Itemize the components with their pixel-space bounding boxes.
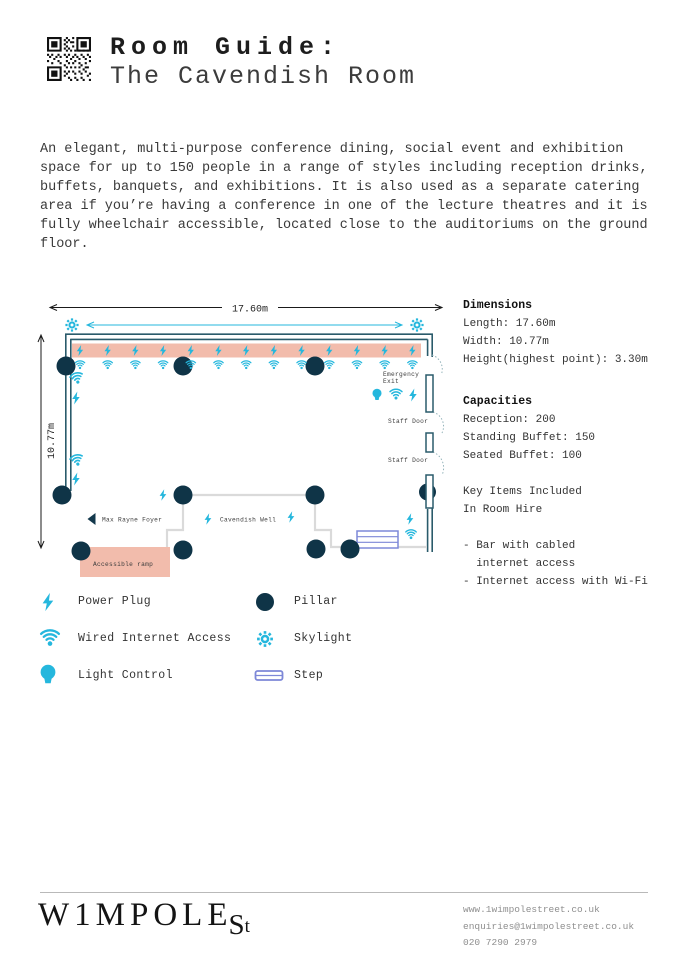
page-title: Room Guide: The Cavendish Room	[110, 34, 416, 92]
key-items-heading: Key Items Included	[463, 486, 582, 498]
light-control-icon	[372, 388, 382, 401]
skylight-icon	[409, 317, 425, 333]
wired-internet-icons	[74, 360, 418, 370]
length-label-bg	[222, 299, 278, 315]
wired-internet-icon	[38, 627, 78, 651]
max-rayne-foyer-label: Max Rayne Foyer	[102, 517, 162, 524]
legend-label-power-plug: Power Plug	[78, 595, 152, 608]
email-link[interactable]: enquiries@1wimpolestreet.co.uk	[463, 920, 635, 932]
power-plug-icon	[204, 513, 212, 525]
dimension-length: Length: 17.60m	[463, 318, 556, 330]
skylight-icon	[254, 627, 294, 651]
wimpole-street-logo: W1MPOLESt	[38, 897, 254, 941]
legend-label-step: Step	[294, 669, 324, 682]
power-plug-icon	[72, 472, 80, 486]
qr-code	[47, 37, 91, 81]
length-label: 17.60m	[232, 305, 268, 316]
power-plug-icon	[38, 590, 78, 614]
capacity-reception: Reception: 200	[463, 414, 556, 426]
logo-suffix: t	[244, 916, 250, 937]
room-details: Dimensions Length: 17.60m Width: 10.77m …	[463, 297, 668, 591]
dimension-height: Height(highest point): 3.30m	[463, 354, 648, 366]
wired-internet-icon	[68, 452, 86, 469]
staff-door-label: Staff Door	[388, 457, 428, 464]
legend-label-wired-internet: Wired Internet Access	[78, 632, 232, 645]
logo-suffix: S	[228, 909, 245, 941]
power-plug-icon	[409, 388, 417, 402]
floor-plan: 17.60m 10.77m Accessible ramp	[37, 299, 445, 577]
step	[356, 530, 399, 549]
foyer-arrow-icon	[87, 513, 96, 525]
phone-number: 020 7290 2979	[463, 937, 538, 948]
step-icon	[254, 668, 294, 684]
key-items-heading: In Room Hire	[463, 504, 543, 516]
legend: Power Plug Pillar Wired Internet Access …	[38, 583, 414, 694]
room-name: The Cavendish Room	[110, 62, 417, 91]
accessible-ramp	[80, 547, 170, 577]
door-swings	[431, 354, 445, 476]
accessible-ramp-label: Accessible ramp	[93, 561, 153, 568]
power-plug-icon	[287, 511, 295, 523]
wired-internet-icon	[405, 529, 417, 540]
emergency-exit-label: Emergency	[383, 371, 419, 378]
room-description: An elegant, multi-purpose conference din…	[40, 141, 648, 252]
page-title-kicker: Room Guide:	[110, 33, 342, 62]
footer-divider	[40, 892, 648, 893]
legend-label-pillar: Pillar	[294, 595, 338, 608]
power-plug-icon	[72, 391, 80, 405]
logo-text: W1MPOLE	[38, 897, 233, 933]
power-plug-icon	[159, 489, 167, 501]
power-plug-icon	[406, 513, 414, 525]
key-item: - Internet access with Wi-Fi	[463, 576, 648, 588]
skylight-line	[85, 321, 404, 329]
key-item: - Bar with cabled	[463, 540, 576, 552]
door-leaves	[425, 374, 434, 509]
pillars	[52, 356, 360, 561]
light-control-icon	[38, 663, 78, 689]
capacity-standing-buffet: Standing Buffet: 150	[463, 432, 596, 444]
capacity-seated-buffet: Seated Buffet: 100	[463, 450, 582, 462]
capacities-heading: Capacities	[463, 395, 533, 408]
skylight-icon	[64, 317, 80, 333]
dimension-width: Width: 10.77m	[463, 336, 549, 348]
cavendish-well-label: Cavendish Well	[220, 517, 276, 524]
staff-door-label: Staff Door	[388, 418, 428, 425]
emergency-exit-label: Exit	[383, 378, 399, 385]
pillar-icon	[254, 590, 294, 614]
dimensions-heading: Dimensions	[463, 299, 533, 312]
width-dimension	[37, 333, 45, 550]
legend-label-light-control: Light Control	[78, 669, 173, 682]
website-link[interactable]: www.1wimpolestreet.co.uk	[463, 904, 600, 915]
legend-label-skylight: Skylight	[294, 632, 353, 645]
width-label: 10.77m	[47, 423, 58, 459]
wired-internet-icon	[389, 388, 403, 401]
key-item: internet access	[463, 558, 576, 570]
contact-info: www.1wimpolestreet.co.uk enquiries@1wimp…	[463, 902, 634, 952]
